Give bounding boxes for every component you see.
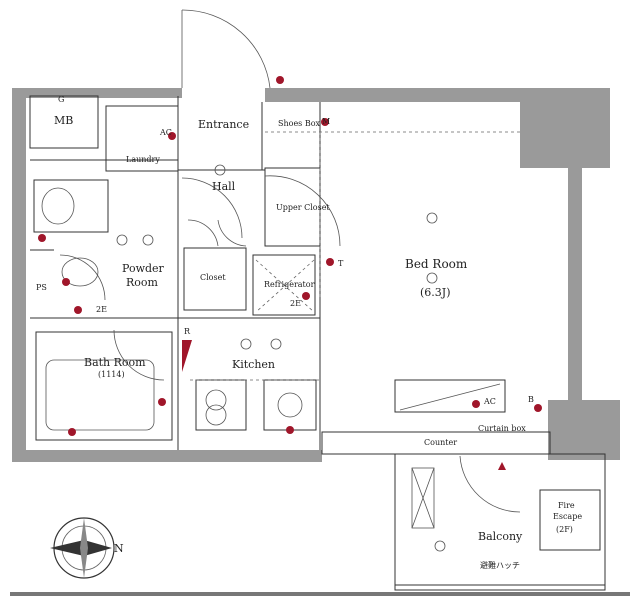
bath-size: (1114) xyxy=(98,370,125,379)
curtain-box-label: Curtain box xyxy=(478,424,526,433)
refrigerator-label: Refrigerator xyxy=(264,280,315,289)
exterior-walls xyxy=(12,88,620,462)
laundry-label: Laundry xyxy=(126,155,160,164)
entrance-label: Entrance xyxy=(198,118,249,131)
kitchen-label: Kitchen xyxy=(232,358,275,371)
compass: N xyxy=(50,517,124,579)
balcony-label: Balcony xyxy=(478,530,523,543)
bath-room-label: Bath Room xyxy=(84,356,146,369)
mb-mark: G xyxy=(58,95,64,104)
r-mark: R xyxy=(184,327,191,336)
closet-label: Closet xyxy=(200,273,226,282)
fire-escape-line1: Fire xyxy=(558,501,575,510)
shoes-box-label: Shoes Box xyxy=(278,119,321,128)
dashed-lines xyxy=(190,131,520,381)
ceiling-lights xyxy=(116,164,446,552)
counter-label: Counter xyxy=(424,438,457,447)
ze2-label: 2E xyxy=(290,299,301,308)
bed-room-size: (6.3J) xyxy=(420,286,451,299)
ac-label: AC xyxy=(483,397,496,406)
compass-north-label: N xyxy=(114,542,124,555)
m-label: M xyxy=(322,117,330,126)
outlet-symbols xyxy=(38,76,542,470)
fixtures xyxy=(41,187,303,426)
t-label: T xyxy=(338,259,344,268)
powder-room-label-line2: Room xyxy=(126,276,159,289)
fire-escape-line3: (2F) xyxy=(556,525,573,534)
upper-closet-label: Upper Closet xyxy=(276,203,330,212)
ze1-label: 2E xyxy=(96,305,107,314)
mb-label: MB xyxy=(54,114,73,127)
bottom-bar xyxy=(10,592,630,596)
door-swings xyxy=(59,9,521,513)
ps-label: PS xyxy=(36,283,47,292)
bed-room-label: Bed Room xyxy=(405,257,468,271)
b-label: B xyxy=(528,395,534,404)
fire-escape-line2: Escape xyxy=(553,512,582,521)
hall-label: Hall xyxy=(212,180,236,193)
ac2-label: AC xyxy=(159,128,172,137)
interior-walls xyxy=(29,95,606,591)
powder-room-label-line1: Powder xyxy=(122,262,165,275)
balcony-note: 避難ハッチ xyxy=(480,560,520,570)
